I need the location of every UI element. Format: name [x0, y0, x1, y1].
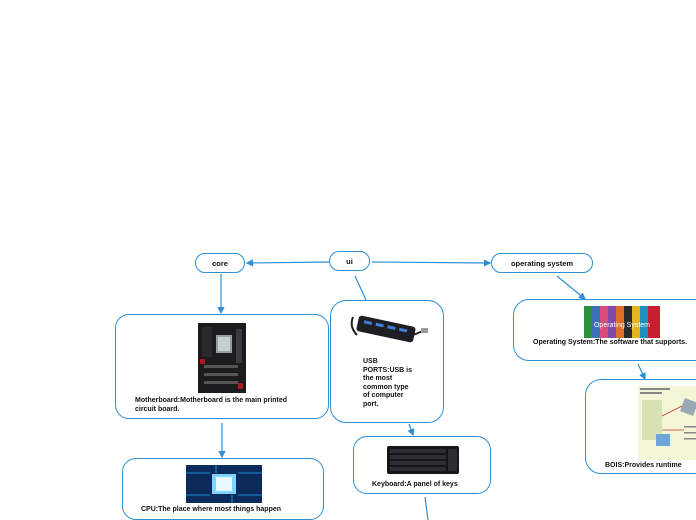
core-label: core: [212, 258, 228, 268]
ui-label: ui: [346, 256, 353, 266]
cpu-node[interactable]: CPU:The place where most things happen: [122, 458, 324, 520]
keyboard-image: [387, 446, 459, 474]
ui-node[interactable]: ui: [329, 251, 370, 271]
keyboard-caption: Keyboard:A panel of keys: [372, 481, 458, 488]
usb-caption: USB PORTS:USB is the most common type of…: [363, 358, 413, 408]
core-node[interactable]: core: [195, 253, 245, 273]
svg-text:Operating System: Operating System: [594, 322, 650, 329]
usb-node[interactable]: USB PORTS:USB is the most common type of…: [330, 300, 444, 423]
motherboard-caption: Motherboard:Motherboard is the main prin…: [135, 397, 288, 413]
operating-system-desc-caption: Operating System:The software that suppo…: [533, 339, 688, 346]
bios-node[interactable]: BOIS:Provides runtime: [585, 379, 696, 474]
bios-diagram-image: [638, 386, 696, 460]
os-logos-image: Operating System: [584, 306, 660, 338]
keyboard-node[interactable]: Keyboard:A panel of keys: [353, 436, 491, 494]
operating-system-desc-node[interactable]: Operating System Operating System:The so…: [513, 299, 696, 361]
operating-system-label: operating system: [510, 258, 574, 268]
operating-system-node[interactable]: operating system: [491, 253, 593, 273]
motherboard-image: [198, 323, 246, 393]
bios-caption: BOIS:Provides runtime: [605, 462, 682, 469]
usb-hub-image: [350, 315, 428, 343]
motherboard-node[interactable]: Motherboard:Motherboard is the main prin…: [115, 314, 329, 419]
cpu-image: [186, 465, 262, 503]
cpu-caption: CPU:The place where most things happen: [141, 506, 282, 513]
